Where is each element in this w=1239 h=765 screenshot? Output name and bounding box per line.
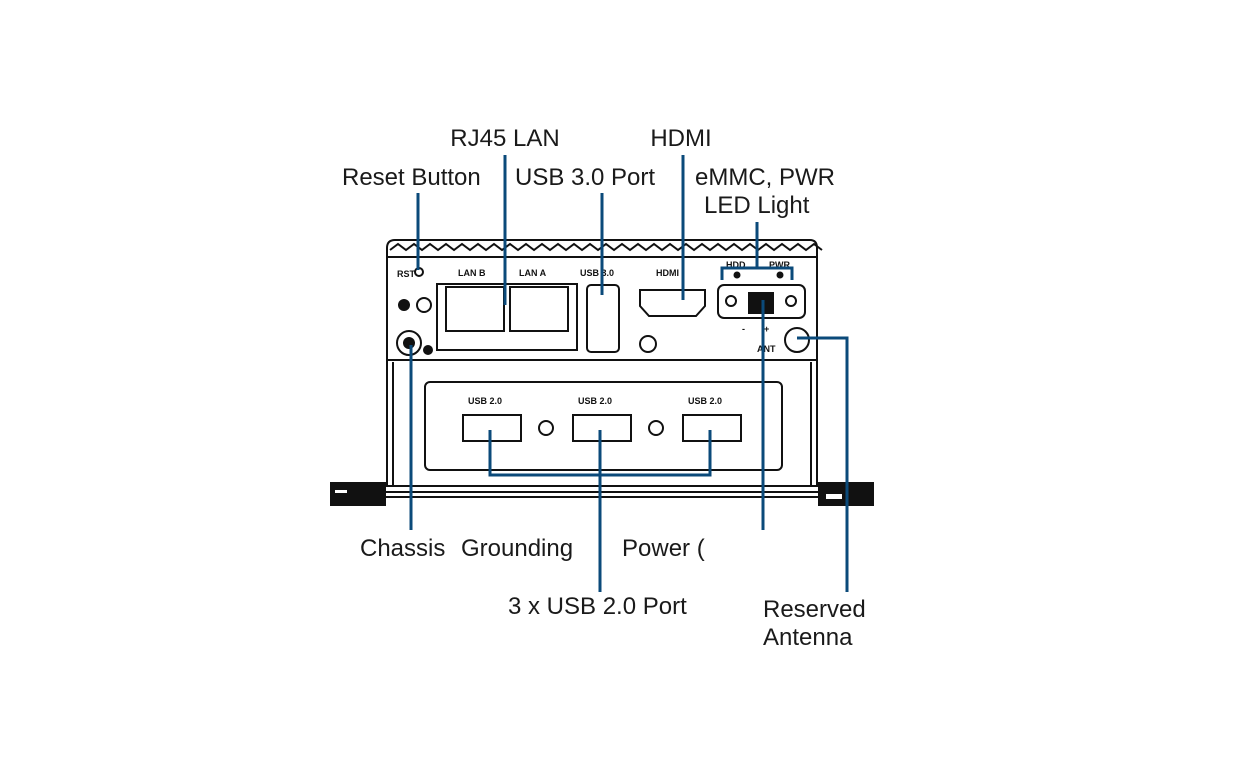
rj45-lan-block: [436, 283, 578, 351]
usb20-label-1: USB 2.0: [468, 396, 502, 406]
chassis-callout: Chassis: [360, 535, 445, 562]
hdd-led-label: HDD: [726, 260, 746, 270]
grounding-screw-icon: [396, 330, 422, 356]
emmc-pwr-callout: eMMC, PWR: [695, 164, 835, 191]
hdmi-port: [639, 289, 706, 317]
power-connector-callout: Power (: [622, 535, 705, 562]
led-light-callout: LED Light: [704, 192, 810, 219]
pwr-led-label: PWR: [769, 260, 790, 270]
minus-label: -: [742, 324, 745, 334]
reserved-callout: Reserved: [763, 596, 866, 623]
power-button: [416, 297, 432, 313]
usb20-label-3: USB 2.0: [688, 396, 722, 406]
reset-button-callout: Reset Button: [342, 164, 481, 191]
ant-label: ANT: [757, 344, 776, 354]
lan-b-port: [445, 286, 505, 332]
usb2-ports-callout: 3 x USB 2.0 Port: [508, 593, 687, 620]
usb20-port-2: [572, 414, 632, 442]
hdmi-label: HDMI: [656, 268, 679, 278]
hdmi-callout: HDMI: [650, 125, 711, 152]
lan-b-label: LAN B: [458, 268, 486, 278]
callout-lines: [409, 155, 849, 592]
pwr-led: [776, 271, 784, 279]
antenna-callout: Antenna: [763, 624, 853, 651]
grounding-callout: Grounding: [461, 535, 573, 562]
power-symbol-icon: [398, 299, 410, 311]
rst-label: RST: [397, 269, 416, 279]
lan-a-label: LAN A: [519, 268, 547, 278]
usb3-port-callout: USB 3.0 Port: [515, 164, 655, 191]
plus-label: +: [764, 324, 769, 334]
lower-panel: USB 2.0 USB 2.0 USB 2.0: [462, 396, 742, 442]
usb30-port: [586, 284, 620, 353]
device-chassis: [330, 239, 874, 506]
rj45-lan-callout: RJ45 LAN: [450, 125, 559, 152]
usb20-port-3: [682, 414, 742, 442]
hdd-led: [733, 271, 741, 279]
upper-panel: RST LAN B LAN A USB 3.0 HDMI HDD PWR - +…: [396, 260, 810, 356]
screw-icon: [639, 335, 657, 353]
lan-a-port: [509, 286, 569, 332]
antenna-port: [784, 327, 810, 353]
usb20-port-1: [462, 414, 522, 442]
usb30-label: USB 3.0: [580, 268, 614, 278]
usb20-label-2: USB 2.0: [578, 396, 612, 406]
